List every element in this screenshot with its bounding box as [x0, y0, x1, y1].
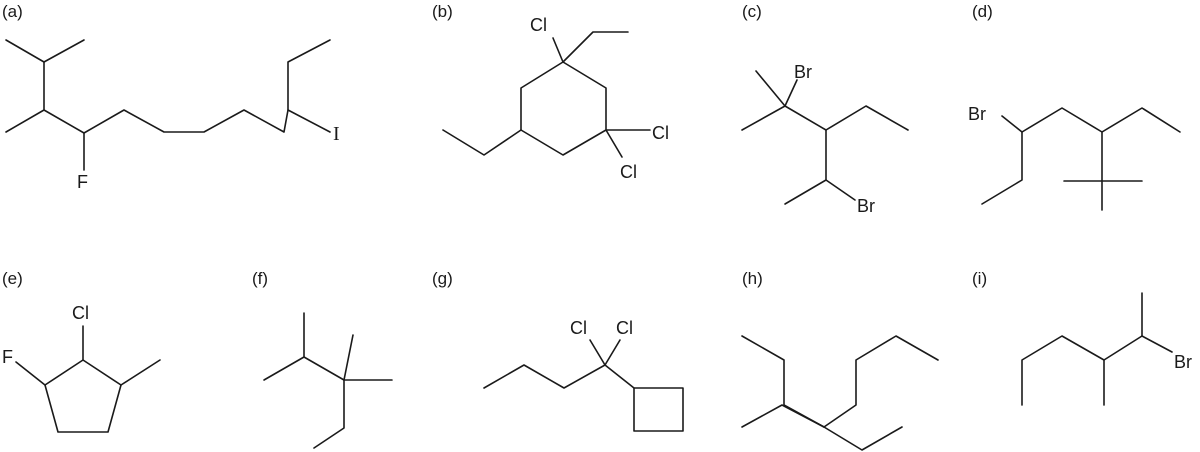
- structure-c-down: [784, 129, 827, 205]
- structure-g-atom-cl-2: Cl: [616, 318, 633, 338]
- structure-h-right-chain: [823, 335, 939, 428]
- structure-b-ring: [520, 61, 607, 156]
- structure-h-left-chain: [741, 335, 825, 428]
- structure-c: (c) Br Br: [741, 2, 909, 216]
- structure-c-br-bond-1: [784, 79, 798, 107]
- structure-i: (i) Br: [972, 269, 1192, 406]
- structure-b-ethyl-top: [562, 31, 629, 63]
- structure-a: (a) F I: [2, 2, 340, 192]
- structure-g-cl-bond-2: [604, 339, 621, 366]
- structure-b-atom-cl-top: Cl: [530, 15, 547, 35]
- structure-i-atom-br: Br: [1174, 352, 1192, 372]
- panel-label-d: (d): [972, 2, 993, 21]
- structure-e: (e) Cl F: [2, 269, 161, 433]
- structure-g: (g) Cl Cl: [432, 269, 684, 432]
- structure-g-atom-cl-1: Cl: [570, 318, 587, 338]
- structure-e-atom-cl: Cl: [72, 303, 89, 323]
- structure-h-ethyl-right: [823, 426, 903, 451]
- structure-e-methyl: [120, 359, 161, 386]
- structure-b: (b) Cl Cl Cl: [432, 2, 669, 182]
- structure-f: (f): [252, 269, 393, 449]
- panel-label-i: (i): [972, 269, 987, 288]
- structure-h-ethyl-left: [741, 404, 825, 428]
- structure-c-atom-br-top: Br: [794, 62, 812, 82]
- structure-a-ethyl: [287, 39, 331, 111]
- structure-e-f-bond: [15, 361, 46, 386]
- structure-h: (h): [741, 269, 939, 451]
- structure-b-atom-cl-right: Cl: [652, 123, 669, 143]
- panel-label-f: (f): [252, 269, 268, 288]
- structure-c-atom-br-bottom: Br: [857, 196, 875, 216]
- structure-b-atom-cl-down: Cl: [620, 162, 637, 182]
- structure-g-chain: [483, 364, 606, 389]
- structure-g-cl-bond-1: [589, 339, 606, 366]
- structure-f-isopropyl: [263, 312, 305, 381]
- panel-label-g: (g): [432, 269, 453, 288]
- panel-label-c: (c): [742, 2, 762, 21]
- structure-e-ring: [44, 359, 122, 433]
- structure-d-ethyl: [981, 131, 1023, 205]
- structure-d: (d) Br: [968, 2, 1181, 211]
- structure-a-atom-f: F: [77, 172, 88, 192]
- structure-b-cl-bond-down: [605, 129, 623, 158]
- structure-c-br-bond-2: [825, 179, 856, 201]
- structure-b-cl-bond-top: [552, 37, 564, 63]
- structure-g-cyclobutane: [633, 387, 684, 432]
- structure-d-br-bond: [1001, 115, 1023, 133]
- structure-a-chain: [5, 61, 45, 133]
- structure-a-backbone: [43, 109, 331, 134]
- structure-d-atom-br: Br: [968, 104, 986, 124]
- structure-f-ethyl: [313, 379, 345, 449]
- structure-c-methyl-1: [755, 70, 786, 107]
- structure-g-ring-bond: [604, 364, 635, 389]
- panel-label-e: (e): [2, 269, 23, 288]
- structure-f-methyl-up: [343, 334, 354, 381]
- structure-i-br-bond: [1141, 335, 1173, 353]
- panel-label-a: (a): [2, 2, 23, 21]
- structure-i-chain: [1021, 335, 1143, 406]
- structure-b-ethyl-left: [442, 129, 522, 156]
- panel-label-h: (h): [742, 269, 763, 288]
- panel-label-b: (b): [432, 2, 453, 21]
- structure-f-link: [303, 356, 345, 381]
- structure-c-chain: [784, 105, 909, 131]
- structure-d-chain: [1021, 107, 1181, 133]
- structure-c-methyl-2: [741, 105, 786, 131]
- structure-e-atom-f: F: [2, 347, 13, 367]
- structure-a-atom-i: I: [333, 123, 340, 145]
- structure-a-bonds: [5, 39, 85, 63]
